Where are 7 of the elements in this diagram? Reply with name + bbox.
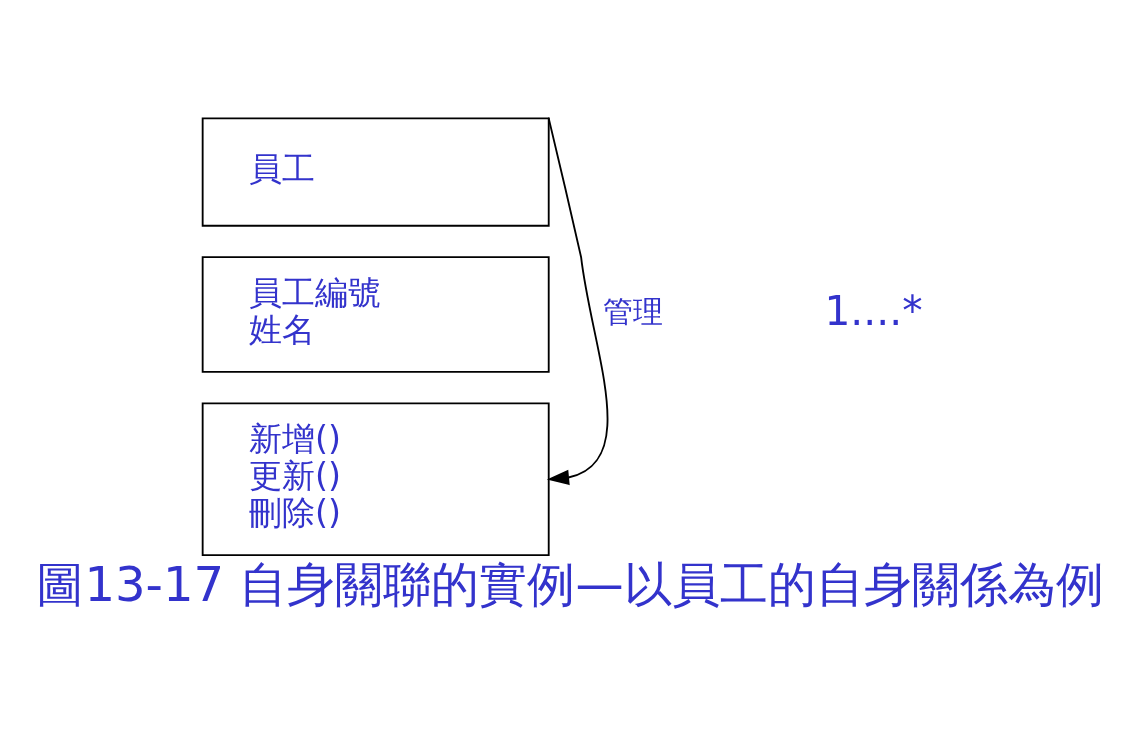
- node-box: 員工: [201, 117, 550, 227]
- node-box: 新增() 更新() 刪除(): [201, 402, 550, 557]
- caption: 圖13-17 自身關聯的實例—以員工的自身關係為例: [36, 556, 1104, 613]
- node-box: 員工編號 姓名: [201, 256, 550, 373]
- edge-label: 管理: [602, 294, 663, 329]
- label: 1....*: [824, 286, 923, 335]
- arrow: [546, 117, 609, 486]
